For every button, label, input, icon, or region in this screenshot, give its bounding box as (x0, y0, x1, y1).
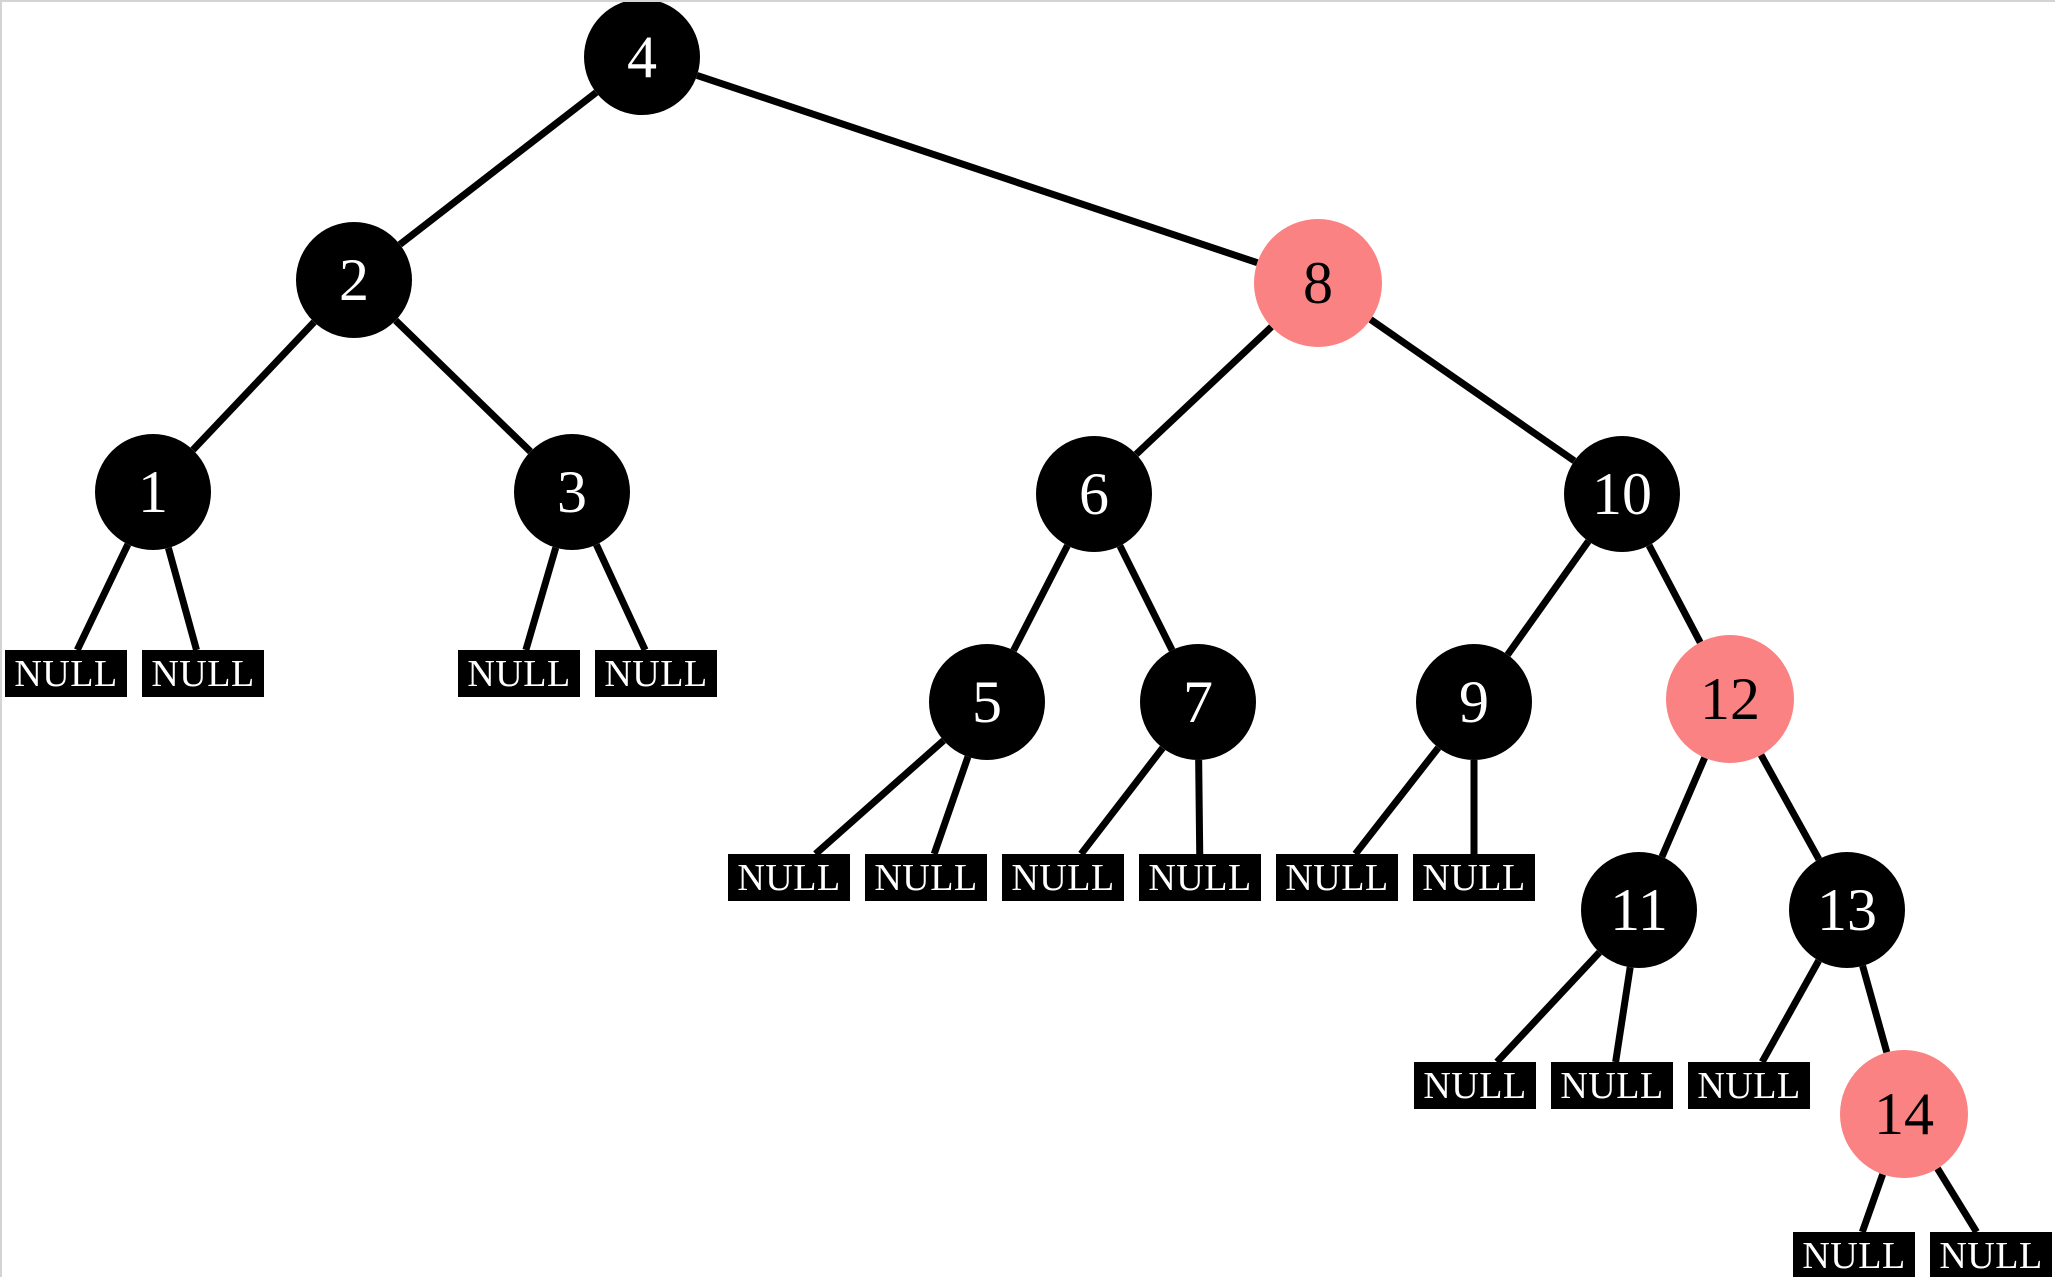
null-leaf: NULL (5, 650, 127, 697)
null-leaf-label: NULL (1011, 856, 1115, 899)
null-leaf-label: NULL (1697, 1064, 1801, 1107)
tree-node-label: 8 (1303, 250, 1333, 316)
tree-node-11[interactable]: 11 (1581, 852, 1697, 968)
tree-edge (1010, 543, 1071, 653)
tree-edge (1368, 316, 1577, 464)
tree-edge (1494, 949, 1602, 1065)
tree-node-14[interactable]: 14 (1840, 1050, 1968, 1178)
null-leaf-label: NULL (1802, 1234, 1906, 1277)
tree-edge (190, 319, 317, 453)
tree-node-6[interactable]: 6 (1036, 436, 1152, 552)
null-leaf: NULL (595, 650, 717, 697)
tree-edge (1078, 745, 1166, 857)
tree-edge (1934, 1166, 1980, 1234)
tree-edge (1859, 964, 1891, 1054)
null-leaf-label: NULL (737, 856, 841, 899)
tree-node-label: 13 (1817, 877, 1877, 943)
null-leaf: NULL (865, 854, 987, 901)
null-leaf: NULL (1414, 1062, 1536, 1109)
tree-node-8[interactable]: 8 (1254, 219, 1382, 347)
tree-node-label: 12 (1700, 666, 1760, 732)
null-leaf: NULL (1688, 1062, 1810, 1109)
null-leaf: NULL (1139, 854, 1261, 901)
tree-node-10[interactable]: 10 (1564, 436, 1680, 552)
tree-edge (522, 546, 560, 651)
null-leaf: NULL (142, 650, 264, 697)
tree-node-label: 5 (972, 669, 1002, 735)
tree-node-label: 6 (1079, 461, 1109, 527)
tree-edge (1759, 958, 1822, 1064)
tree-edge (1133, 324, 1274, 457)
tree-edge (1195, 759, 1204, 855)
tree-node-label: 7 (1183, 669, 1213, 735)
null-leaf: NULL (728, 854, 850, 901)
null-leaf-label: NULL (1285, 856, 1389, 899)
tree-node-5[interactable]: 5 (929, 644, 1045, 760)
tree-node-label: 1 (138, 459, 168, 525)
tree-node-9[interactable]: 9 (1416, 644, 1532, 760)
null-leaf: NULL (1793, 1232, 1915, 1277)
tree-node-7[interactable]: 7 (1140, 644, 1256, 760)
tree-edge (593, 543, 649, 652)
tree-edge (1645, 543, 1704, 645)
null-leaf-label: NULL (467, 652, 571, 695)
null-leaf-label: NULL (1560, 1064, 1664, 1107)
tree-node-label: 2 (339, 247, 369, 313)
tree-node-13[interactable]: 13 (1789, 852, 1905, 968)
tree-edge (397, 89, 599, 248)
tree-edge (165, 546, 200, 651)
null-leaf-label: NULL (14, 652, 118, 695)
tree-edge (1757, 753, 1822, 861)
tree-edge (393, 317, 533, 455)
tree-edge (1612, 966, 1634, 1063)
null-leaf-label: NULL (1423, 1064, 1527, 1107)
tree-edge (74, 542, 132, 652)
tree-edge (813, 737, 946, 857)
tree-node-1[interactable]: 1 (95, 434, 211, 550)
tree-node-label: 9 (1459, 669, 1489, 735)
null-leaf-label: NULL (604, 652, 708, 695)
null-leaf: NULL (1930, 1232, 2052, 1277)
tree-node-label: 14 (1874, 1081, 1934, 1147)
tree-edge (930, 755, 972, 856)
null-leaf: NULL (1276, 854, 1398, 901)
tree-node-12[interactable]: 12 (1666, 635, 1794, 763)
null-leaf-label: NULL (151, 652, 255, 695)
null-leaf: NULL (1413, 854, 1535, 901)
tree-edge (1352, 745, 1442, 857)
tree-node-4[interactable]: 4 (584, 2, 700, 115)
null-leaf-label: NULL (1939, 1234, 2043, 1277)
tree-edge (1116, 544, 1176, 652)
tree-node-label: 4 (627, 24, 657, 90)
tree-edge (695, 72, 1259, 267)
null-leaf: NULL (458, 650, 580, 697)
tree-node-label: 11 (1610, 877, 1668, 943)
null-leaf: NULL (1551, 1062, 1673, 1109)
tree-node-label: 10 (1592, 461, 1652, 527)
tree-edge (1658, 756, 1708, 859)
tree-node-3[interactable]: 3 (514, 434, 630, 550)
null-leaf: NULL (1002, 854, 1124, 901)
tree-node-label: 3 (557, 459, 587, 525)
null-leaf-label: NULL (1148, 856, 1252, 899)
null-leaf-label: NULL (1422, 856, 1526, 899)
tree-edge (1859, 1173, 1886, 1234)
tree-edge (1504, 539, 1592, 657)
null-leaf-label: NULL (874, 856, 978, 899)
tree-node-2[interactable]: 2 (296, 222, 412, 338)
